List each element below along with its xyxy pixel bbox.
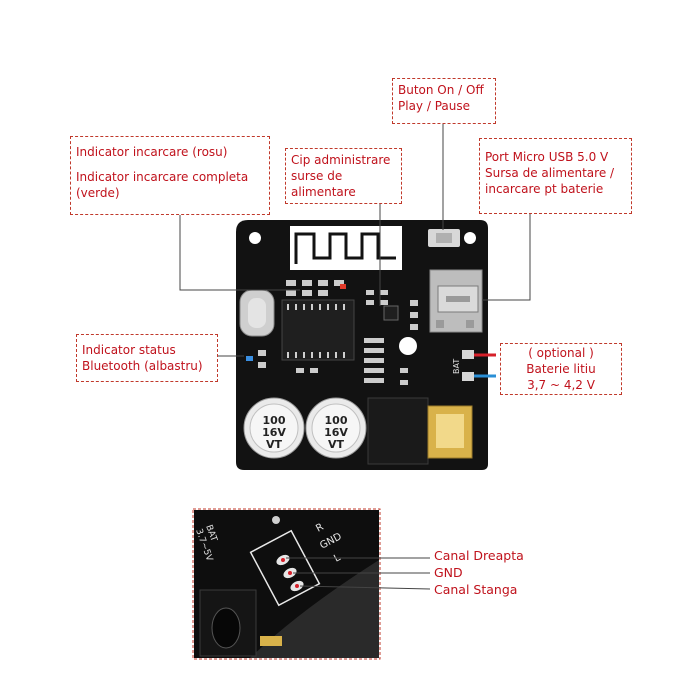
bat-pad-plus (462, 350, 474, 359)
crystal-oscillator (239, 289, 275, 337)
label-left-channel: Canal Stanga (434, 582, 518, 597)
bat-marking: BAT (452, 359, 461, 374)
capacitor-text: 16V (324, 426, 348, 439)
closeup-board: R GND L BAT 3.7~5V (193, 510, 379, 658)
label-line: (verde) (76, 186, 120, 200)
bat-pad-minus (462, 372, 474, 381)
label-power-chip: Cip administrare surse de alimentare (285, 148, 402, 204)
channel-leader-lines (286, 557, 431, 590)
label-line: surse de (291, 169, 343, 183)
label-line: Sursa de alimentare / (485, 166, 615, 180)
label-line: alimentare (291, 185, 356, 199)
label-line: Indicator incarcare (rosu) (76, 145, 228, 159)
charge-led (340, 284, 346, 289)
capacitor: 100 16V VT (243, 397, 305, 459)
bluetooth-board: BAT 100 16V VT 100 16V VT (236, 220, 488, 470)
label-line: Indicator status (82, 343, 176, 357)
smd-components (258, 280, 418, 385)
capacitor-text: 16V (262, 426, 286, 439)
mount-hole (399, 337, 417, 355)
capacitor-text: VT (328, 438, 345, 451)
pad-label-r: R (314, 522, 325, 535)
capacitor: 100 16V VT (305, 397, 367, 459)
label-line: 3,7 ~ 4,2 V (527, 378, 595, 392)
label-gnd: GND (434, 565, 463, 580)
audio-jack (367, 397, 473, 465)
label-line: Play / Pause (398, 99, 470, 113)
label-line: Baterie litiu (526, 362, 596, 376)
label-line: ( optional ) (528, 346, 594, 360)
power-ic (383, 305, 399, 321)
capacitor-text: VT (266, 438, 283, 451)
label-usb-port: Port Micro USB 5.0 V Sursa de alimentare… (479, 138, 632, 214)
main-chip (281, 299, 355, 361)
mount-hole (464, 232, 476, 244)
label-line: Buton On / Off (398, 83, 484, 97)
label-line: Cip administrare (291, 153, 391, 167)
capacitor-text: 100 (263, 414, 286, 427)
label-line: Bluetooth (albastru) (82, 359, 203, 373)
label-button: Buton On / Off Play / Pause (392, 78, 496, 124)
label-charge-indicator: Indicator incarcare (rosu) Indicator inc… (70, 136, 270, 215)
label-battery: ( optional ) Baterie litiu 3,7 ~ 4,2 V (500, 343, 622, 395)
label-line: incarcare pt baterie (485, 182, 604, 196)
antenna (290, 226, 402, 270)
micro-usb-port (429, 269, 483, 333)
label-bluetooth-status: Indicator status Bluetooth (albastru) (76, 334, 218, 382)
label-line: Indicator incarcare completa (76, 170, 249, 184)
capacitor-text: 100 (325, 414, 348, 427)
status-led (246, 356, 253, 361)
mount-hole (249, 232, 261, 244)
leader-lines (179, 124, 531, 357)
label-right-channel: Canal Dreapta (434, 548, 524, 563)
label-line: Port Micro USB 5.0 V (485, 150, 609, 164)
